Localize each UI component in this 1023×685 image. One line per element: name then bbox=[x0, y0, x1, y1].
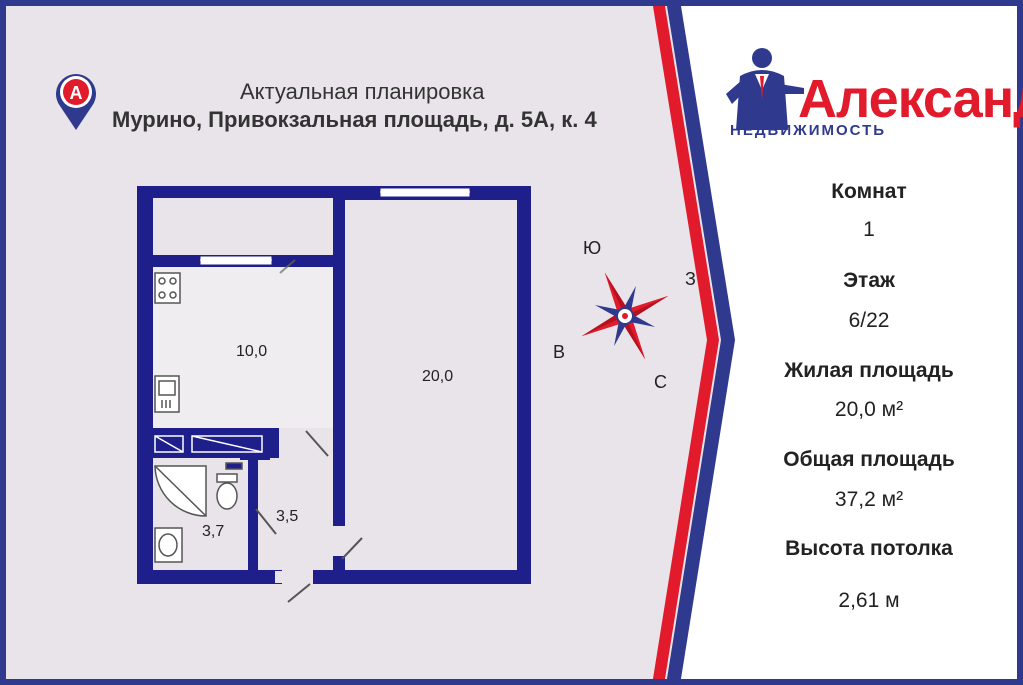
wall bbox=[240, 452, 270, 460]
living-area-label: Жилая площадь bbox=[784, 359, 954, 382]
compass-north-label: С bbox=[654, 372, 667, 392]
wall bbox=[137, 570, 282, 584]
compass-east-label: В bbox=[553, 342, 566, 362]
wall bbox=[248, 458, 258, 542]
plan-title: Актуальная планировка bbox=[240, 79, 485, 104]
compass-rose-icon bbox=[581, 272, 669, 360]
brand-subtitle: НЕДВИЖИМОСТЬ bbox=[730, 122, 887, 139]
brand-name: Александр bbox=[798, 69, 1023, 129]
bath-area-label: 3,7 bbox=[202, 523, 225, 540]
wall bbox=[517, 186, 531, 584]
room-area-label: 20,0 bbox=[422, 368, 454, 385]
kitchen-area-label: 10,0 bbox=[236, 343, 268, 360]
wall bbox=[333, 186, 345, 526]
rooms-label: Комнат bbox=[831, 180, 907, 203]
wall bbox=[248, 530, 258, 584]
ceiling-height-label: Высота потолка bbox=[785, 537, 953, 560]
agent-figure-logo-icon bbox=[726, 48, 804, 130]
floor-plan bbox=[137, 186, 531, 603]
ceiling-height-value: 2,61 м bbox=[838, 589, 900, 612]
location-pin-icon: А bbox=[56, 74, 96, 130]
hall-area-label: 3,5 bbox=[276, 508, 299, 525]
compass-west-label: З bbox=[685, 269, 696, 289]
wall bbox=[333, 556, 345, 584]
wall bbox=[137, 186, 153, 584]
wall bbox=[313, 570, 531, 584]
svg-text:А: А bbox=[70, 83, 83, 103]
wall bbox=[140, 186, 340, 198]
total-area-label: Общая площадь bbox=[783, 448, 955, 471]
total-area-value: 37,2 м² bbox=[834, 488, 904, 511]
floor-value: 6/22 bbox=[848, 309, 890, 332]
plan-address: Мурино, Привокзальная площадь, д. 5А, к.… bbox=[112, 107, 597, 132]
floor-label: Этаж bbox=[843, 269, 895, 292]
compass-south-label: Ю bbox=[583, 238, 602, 258]
living-area-value: 20,0 м² bbox=[834, 398, 904, 421]
rooms-value: 1 bbox=[863, 218, 875, 241]
